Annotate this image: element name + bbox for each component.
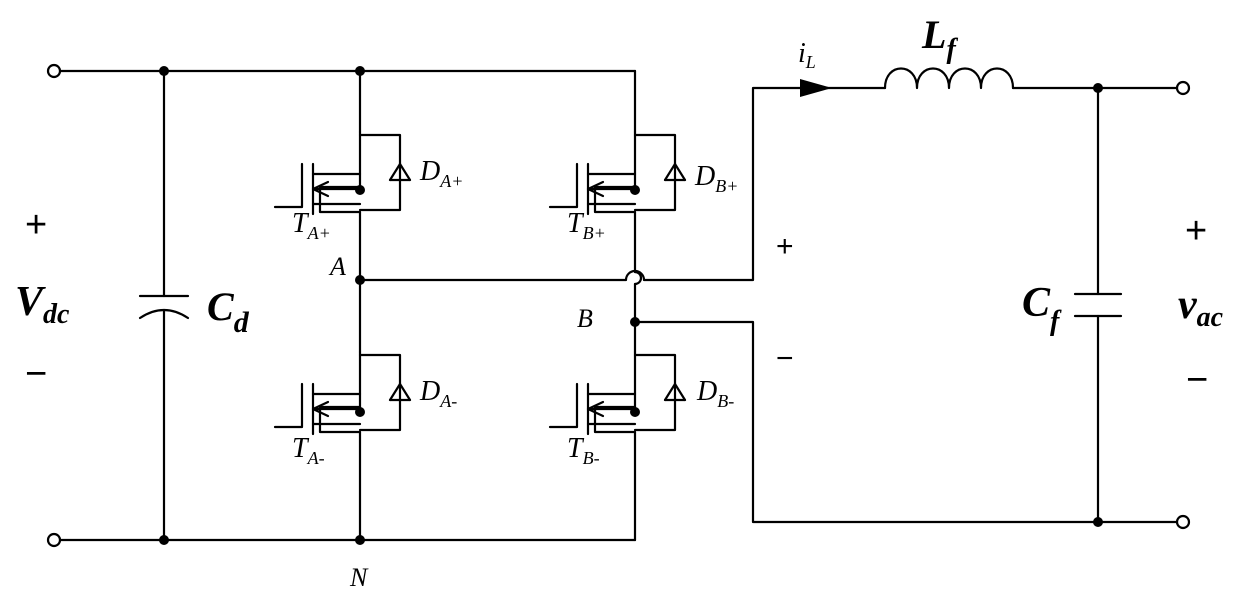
junction-dot [1093, 517, 1103, 527]
vac-positive-terminal [1175, 80, 1191, 96]
junction-dot [355, 66, 365, 76]
switch-tb-minus [548, 350, 687, 436]
current-arrow-icon [800, 79, 832, 97]
tb-plus-label: TB+ [567, 208, 606, 243]
da-minus-label: DA- [419, 376, 457, 411]
tb-minus-label: TB- [567, 433, 600, 468]
vout-minus-sign: − [776, 342, 794, 375]
wire-node-a-to-filter [358, 86, 887, 282]
cf-label: Cf [1022, 280, 1062, 337]
ta-minus-label: TA- [292, 433, 325, 468]
il-label: iL [798, 38, 816, 72]
junction-dot [630, 185, 640, 195]
vac-label: vac [1178, 282, 1224, 333]
vdc-positive-terminal [46, 63, 62, 79]
junction-dot [355, 407, 365, 417]
junction-dot [355, 185, 365, 195]
db-minus-label: DB- [696, 376, 734, 411]
vac-negative-terminal [1175, 514, 1191, 530]
capacitor-cd [138, 69, 190, 542]
vac-minus-sign: − [1186, 359, 1208, 401]
junction-dot [1093, 83, 1103, 93]
junction-dot [630, 407, 640, 417]
vdc-negative-terminal [46, 532, 62, 548]
vdc-minus-sign: − [25, 353, 47, 395]
switch-ta-minus [273, 350, 412, 436]
vdc-label: Vdc [15, 279, 70, 330]
junction-dot [355, 535, 365, 545]
lf-label: Lf [921, 12, 958, 65]
node-b-label: B [577, 304, 593, 333]
switch-ta-plus [273, 130, 412, 216]
da-plus-label: DA+ [419, 156, 463, 191]
wire-node-b-to-filter [633, 320, 1180, 524]
junction-dot [159, 535, 169, 545]
db-plus-label: DB+ [694, 161, 738, 196]
vout-plus-sign: + [776, 230, 794, 263]
node-n-label: N [349, 563, 369, 592]
vdc-plus-sign: + [25, 204, 47, 246]
switch-tb-plus [548, 130, 687, 216]
capacitor-cf [1073, 86, 1123, 524]
inductor-lf [883, 67, 1180, 90]
vac-plus-sign: + [1185, 210, 1207, 252]
junction-dot [159, 66, 169, 76]
cd-label: Cd [207, 284, 250, 339]
ta-plus-label: TA+ [292, 208, 331, 243]
node-a-label: A [328, 252, 346, 281]
